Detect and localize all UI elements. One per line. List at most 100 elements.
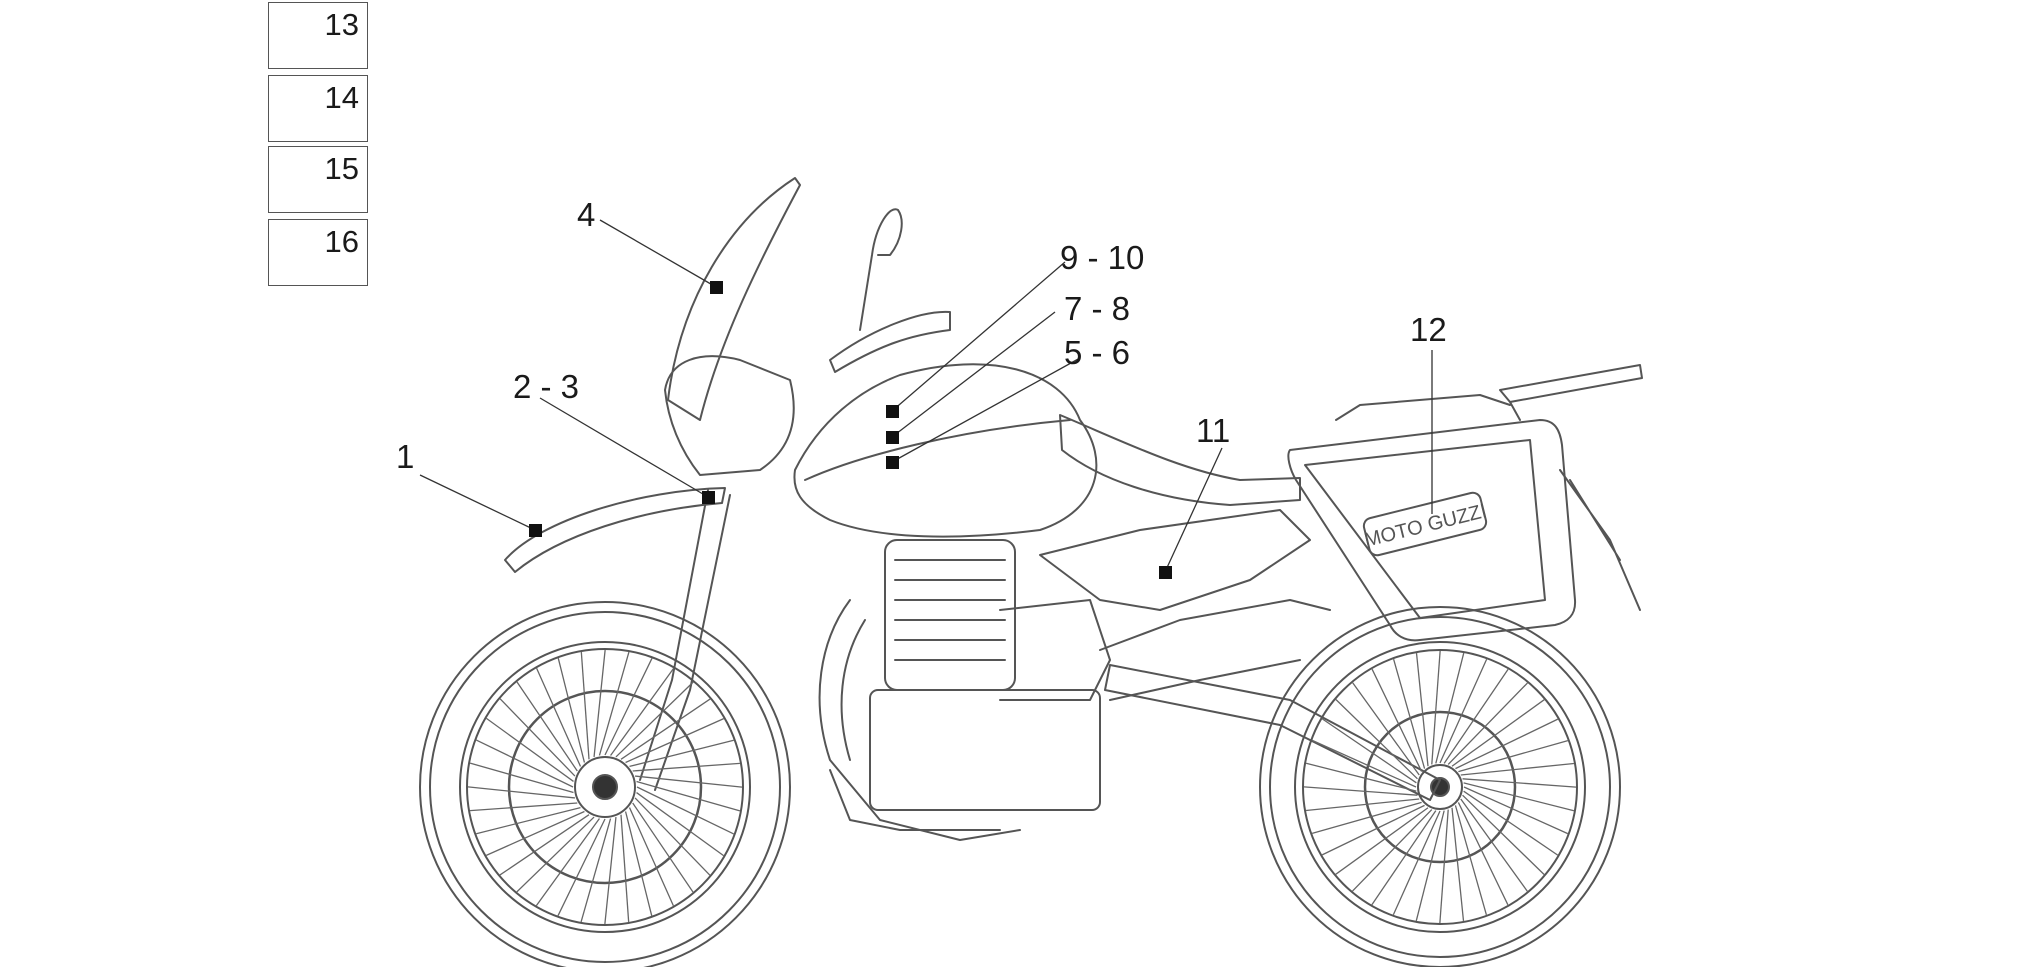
spoke	[1460, 798, 1528, 892]
spoke	[1415, 652, 1429, 767]
spoke	[516, 681, 578, 772]
spoke	[1321, 718, 1417, 784]
spoke	[1457, 802, 1509, 906]
spoke	[580, 818, 612, 923]
engine	[818, 539, 1111, 841]
spoke	[604, 817, 617, 925]
spoke	[636, 780, 741, 812]
spoke	[610, 668, 675, 756]
spoke	[1335, 699, 1418, 780]
spoke	[1305, 762, 1417, 792]
spoke	[1311, 739, 1417, 788]
spoke	[1352, 809, 1433, 892]
spoke	[1392, 810, 1441, 916]
spoke	[1439, 809, 1449, 924]
spoke	[1415, 810, 1445, 922]
spoke	[1447, 682, 1528, 765]
spoke	[499, 814, 590, 876]
callout-9-10: 9 - 10	[1060, 239, 1145, 276]
legend-label: 16	[324, 224, 359, 259]
spoke	[629, 739, 734, 768]
legend-label: 15	[324, 151, 359, 186]
spoke	[615, 681, 694, 758]
spoke	[476, 739, 574, 788]
spoke	[469, 762, 574, 794]
callout-2-3: 2 - 3	[513, 368, 580, 405]
spoke	[1371, 668, 1423, 772]
spoke	[1463, 782, 1575, 812]
callout-7-8: 7 - 8	[1064, 290, 1131, 327]
spoke	[632, 762, 740, 772]
spoke	[1462, 778, 1577, 788]
spoke	[467, 786, 575, 799]
marker-9-10	[886, 405, 899, 418]
legend-box-16: 16	[268, 219, 368, 286]
spoke	[1451, 807, 1465, 922]
spoke	[557, 818, 606, 916]
spoke	[634, 797, 711, 876]
legend-box-14: 14	[268, 75, 368, 142]
spoke	[1439, 658, 1488, 764]
spoke	[486, 810, 585, 856]
spoke	[1462, 794, 1545, 875]
marker-11	[1159, 566, 1172, 579]
markers	[529, 281, 1172, 579]
callout-4: 4	[577, 196, 596, 233]
pannier-case	[1287, 394, 1577, 642]
spoke	[557, 658, 586, 763]
leader-lines	[419, 219, 1433, 573]
spoke	[1335, 807, 1429, 875]
spoke	[1458, 739, 1569, 773]
spoke	[620, 698, 711, 760]
spoke	[476, 806, 581, 835]
legend-label: 13	[324, 7, 359, 42]
rear-rack	[1499, 364, 1643, 421]
spoke	[580, 652, 590, 760]
spoke	[486, 717, 574, 782]
spoke	[516, 816, 595, 893]
rear-wheel	[1259, 606, 1621, 967]
spoke	[1463, 786, 1569, 835]
legend-box-15: 15	[268, 146, 368, 213]
marker-1	[529, 524, 542, 537]
headlight-fairing	[664, 355, 795, 476]
spoke	[1352, 682, 1420, 776]
spoke	[1454, 805, 1488, 916]
spoke	[1321, 804, 1425, 856]
spoke	[635, 775, 743, 788]
spoke	[499, 698, 576, 777]
callout-5-6: 5 - 6	[1064, 334, 1131, 371]
spoke	[625, 718, 724, 764]
spoke	[1311, 801, 1422, 835]
spoke	[1305, 798, 1420, 812]
spoke	[604, 658, 653, 756]
spoke	[1451, 699, 1545, 767]
spoke	[632, 802, 694, 893]
marker-5-6	[886, 456, 899, 469]
marker-7-8	[886, 431, 899, 444]
spoke	[636, 792, 724, 857]
spoke	[636, 786, 734, 835]
handlebar	[829, 310, 951, 373]
marker-4	[710, 281, 723, 294]
spoke	[1443, 668, 1509, 764]
spoke	[470, 802, 578, 812]
frame-tubes	[1099, 599, 1331, 701]
mirror	[859, 208, 903, 331]
seat	[1059, 414, 1301, 506]
windscreen	[667, 177, 801, 421]
spoke	[598, 651, 630, 756]
rear-fender	[1559, 469, 1641, 611]
spoke	[1460, 762, 1575, 776]
tank-line	[804, 419, 1071, 481]
spoke	[1392, 658, 1426, 769]
callout-1: 1	[396, 438, 415, 475]
legend-box-13: 13	[268, 2, 368, 69]
spoke	[1371, 810, 1437, 906]
front-wheel	[419, 601, 791, 967]
side-panel	[1039, 509, 1311, 611]
spoke	[535, 818, 600, 906]
spoke	[536, 668, 582, 767]
callout-11: 11	[1196, 412, 1231, 449]
